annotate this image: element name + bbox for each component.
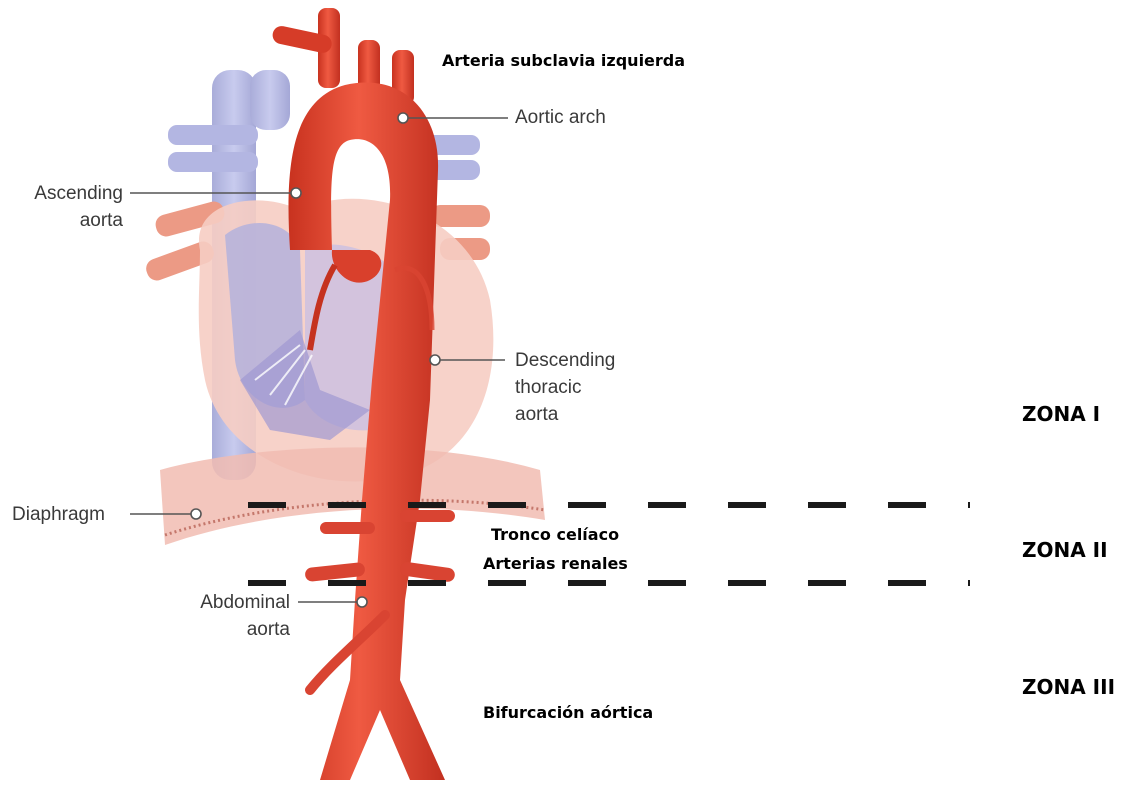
- zone-1-label: ZONA I: [1022, 402, 1100, 426]
- descending-aorta-marker: [430, 355, 440, 365]
- label-aortic-arch: Aortic arch: [515, 104, 606, 131]
- label-descending-line3: aorta: [515, 401, 558, 428]
- zone-2-label: ZONA II: [1022, 538, 1108, 562]
- label-ascending-line1: Ascending: [0, 180, 123, 207]
- zone-3-label: ZONA III: [1022, 675, 1115, 699]
- diaphragm-marker: [191, 509, 201, 519]
- label-renal: Arterias renales: [483, 554, 628, 573]
- label-subclavian: Arteria subclavia izquierda: [442, 51, 685, 70]
- label-descending-line2: thoracic: [515, 374, 582, 401]
- label-descending-line1: Descending: [515, 347, 615, 374]
- label-bifurcation: Bifurcación aórtica: [483, 703, 653, 722]
- ascending-aorta-marker: [291, 188, 301, 198]
- aortic-arch-marker: [398, 113, 408, 123]
- heart: [199, 199, 494, 482]
- label-abdominal-line2: aorta: [150, 616, 290, 643]
- label-ascending-line2: aorta: [0, 207, 123, 234]
- label-abdominal-line1: Abdominal: [150, 589, 290, 616]
- abdominal-aorta-marker: [357, 597, 367, 607]
- label-diaphragm: Diaphragm: [12, 501, 105, 528]
- label-celiac: Tronco celíaco: [491, 525, 619, 544]
